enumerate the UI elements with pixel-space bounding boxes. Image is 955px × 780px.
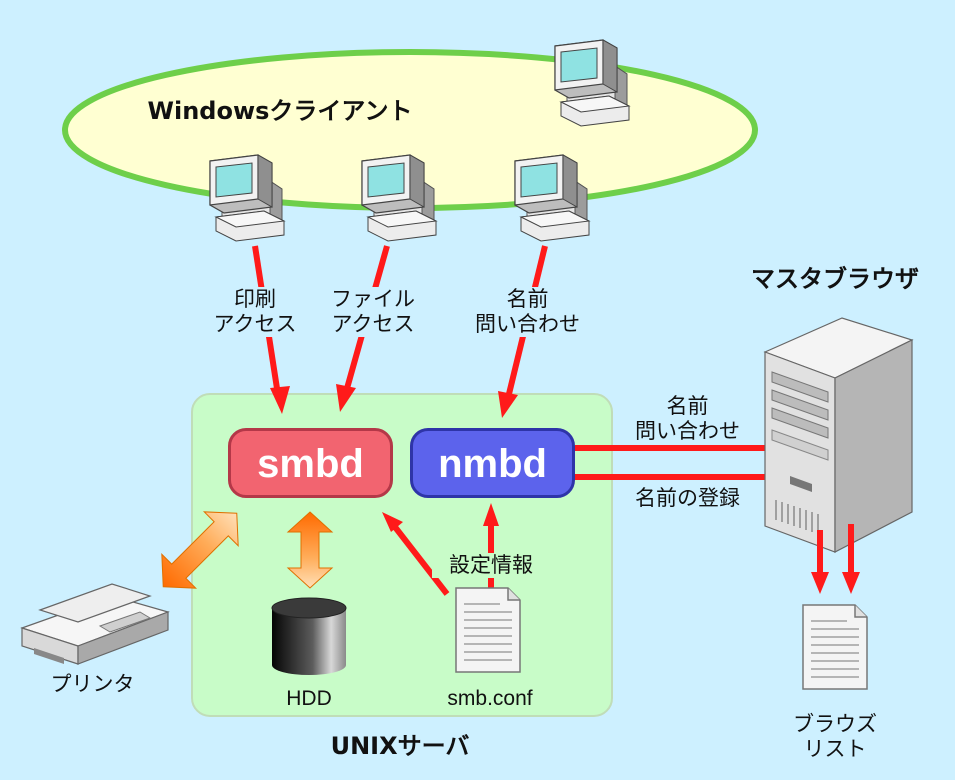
windows-clients-label: Windowsクライアント xyxy=(147,97,413,125)
hdd-label: HDD xyxy=(286,687,332,710)
printer-label: プリンタ xyxy=(50,672,135,696)
tower-server-icon xyxy=(763,317,914,553)
nmbd-box: nmbd xyxy=(410,428,575,498)
document-icon xyxy=(802,604,868,690)
name-query-client-line-1: 名前 xyxy=(506,287,549,311)
name-register-label: 名前の登録 xyxy=(635,486,740,510)
name-query-master-line-2: 問い合わせ xyxy=(635,419,740,443)
master-browser-label: マスタブラウザ xyxy=(751,265,919,293)
browse-list-line-1: ブラウズ xyxy=(793,712,877,736)
file-access-line-2: アクセス xyxy=(331,312,415,336)
browse-list-label: ブラウズ リスト xyxy=(775,712,895,762)
name-query-master-label: 名前 問い合わせ xyxy=(615,394,760,444)
unix-server-label: UNIXサーバ xyxy=(330,732,470,760)
name-query-client-line-2: 問い合わせ xyxy=(475,312,580,336)
name-query-client-label: 名前 問い合わせ xyxy=(465,287,590,337)
print-access-line-1: 印刷 xyxy=(234,287,276,311)
smbd-box: smbd xyxy=(228,428,393,498)
name-query-master-line-1: 名前 xyxy=(666,394,709,418)
print-access-label: 印刷 アクセス xyxy=(200,287,310,337)
file-access-line-1: ファイル xyxy=(331,287,415,311)
config-to-smbd-arrow xyxy=(392,525,450,596)
browse-list-line-2: リスト xyxy=(803,737,867,761)
hdd-link-arrow xyxy=(286,511,334,589)
printer-link-arrow xyxy=(161,511,239,589)
document-icon xyxy=(455,587,521,673)
file-access-label: ファイル アクセス xyxy=(318,287,428,337)
config-file-label: smb.conf xyxy=(447,687,533,710)
print-access-line-2: アクセス xyxy=(213,312,297,336)
client-computer-icon xyxy=(554,39,630,127)
config-info-label: 設定情報 xyxy=(432,553,550,578)
hdd-cylinder-icon xyxy=(271,597,347,675)
printer-icon xyxy=(20,583,170,665)
